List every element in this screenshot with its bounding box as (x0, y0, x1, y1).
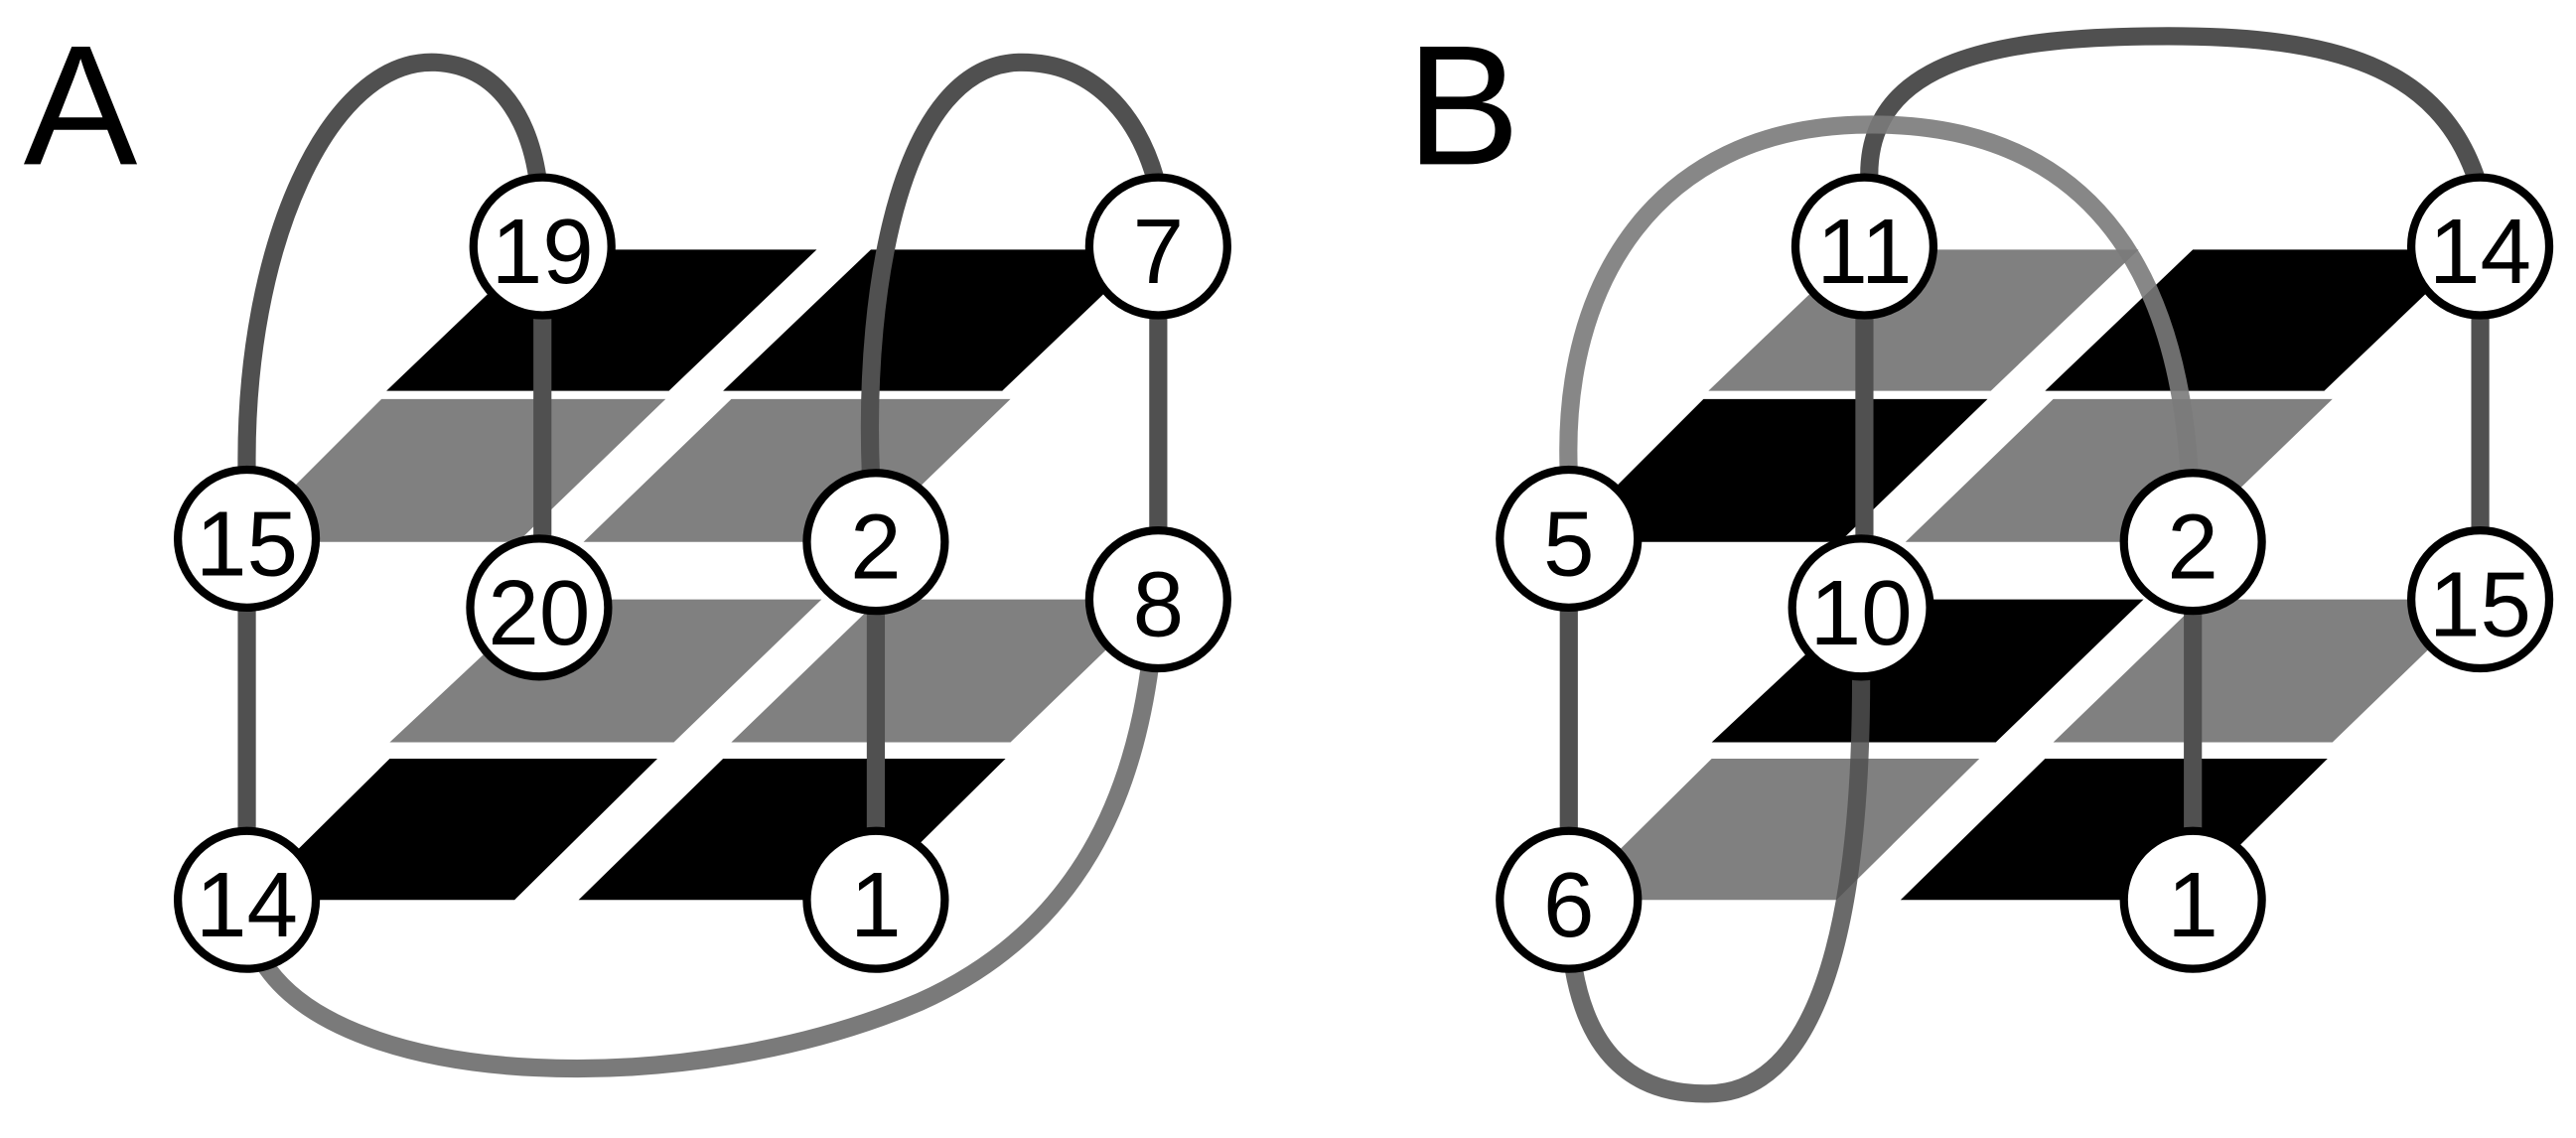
node-circle (1084, 173, 1231, 320)
node-label: 15 (2429, 553, 2531, 656)
node-label: 20 (488, 561, 590, 664)
node-label: 2 (850, 496, 902, 599)
panel-b-tetrad-row1-right (2045, 249, 2473, 391)
panel-b-node: 2 (2119, 469, 2266, 616)
panel-a-tetrad-row3-right (731, 599, 1159, 743)
panel-a-node: 14 (173, 826, 321, 973)
node-label: 5 (1543, 492, 1595, 595)
node-label: 14 (196, 853, 298, 956)
panel-b-tetrad-row2-right (1905, 398, 2333, 542)
panel-b-loop-10-6 (1564, 667, 1871, 1103)
panel-a-tetrad-row2-right (583, 398, 1011, 542)
panel-a-tetrad-row2-left (238, 398, 666, 542)
panel-b-tetrad-row3-left (1711, 599, 2144, 743)
node-circle (466, 534, 613, 681)
node-label: 1 (2167, 853, 2218, 956)
panel-b-node: 11 (1790, 173, 1938, 320)
panel-a-tetrad-row1-right (723, 249, 1151, 391)
panel-a-loop-15-19 (237, 53, 547, 481)
panel-b-loop-5-2 (1559, 115, 2199, 486)
node-circle (173, 826, 321, 973)
panel-b-node: 5 (1496, 465, 1643, 612)
node-label: 1 (850, 853, 902, 956)
node-label: 19 (492, 200, 594, 303)
panel-b-node: 14 (2406, 173, 2554, 320)
node-circle (1496, 465, 1643, 612)
panel-b: B 11 14 5 10 (1406, 10, 2554, 1103)
node-circle-highlighted (2119, 826, 2266, 973)
panel-a-node-first: 1 (802, 826, 949, 973)
panel-a-node: 8 (1084, 526, 1231, 673)
node-label: 14 (2429, 200, 2531, 303)
node-label: 6 (1543, 853, 1595, 956)
panel-b-node-first: 1 (2119, 826, 2266, 973)
node-circle (1788, 534, 1934, 681)
panel-a-node: 7 (1084, 173, 1231, 320)
panel-a-node: 19 (469, 173, 616, 320)
panel-b-node: 10 (1788, 534, 1934, 681)
node-label: 7 (1133, 200, 1185, 303)
node-circle (469, 173, 616, 320)
panel-a-tetrad-row3-left (389, 599, 822, 743)
node-label: 11 (1816, 200, 1912, 303)
panel-b-tetrad-row3-right (2053, 599, 2481, 743)
panel-b-tetrad-row2-left (1560, 398, 1988, 542)
node-label: 15 (196, 492, 298, 595)
panel-a-tetrad-row4-right (578, 759, 1006, 901)
node-circle (2119, 469, 2266, 616)
panel-a-node: 2 (802, 469, 949, 616)
node-label: 2 (2167, 496, 2218, 599)
node-label: 8 (1133, 553, 1185, 656)
panel-b-loop-11-14 (1860, 27, 2487, 190)
panel-a-node: 20 (466, 534, 613, 681)
panel-b-tetrad-row4-left (1568, 759, 1980, 901)
panel-a: A 19 7 15 20 (24, 10, 1231, 1078)
node-circle (173, 465, 321, 612)
panel-a-tetrad-row1-left (386, 249, 817, 391)
node-circle (2406, 526, 2554, 673)
panel-b-label: B (1406, 10, 1520, 201)
panel-b-node: 15 (2406, 526, 2554, 673)
panel-a-node: 15 (173, 465, 321, 612)
panel-a-loop-2-7 (860, 53, 1165, 486)
panel-b-tetrad-row1-left (1708, 249, 2139, 391)
node-circle (2406, 173, 2554, 320)
node-circle (1496, 826, 1643, 973)
node-label: 10 (1810, 561, 1913, 664)
panel-b-tetrad-row4-right (1900, 759, 2328, 901)
node-circle (1790, 173, 1938, 320)
panel-a-tetrad-row4-left (246, 759, 657, 901)
node-circle (1084, 526, 1231, 673)
panel-a-label: A (24, 10, 138, 201)
node-circle (802, 469, 949, 616)
node-circle-highlighted (802, 826, 949, 973)
panel-a-loop-14-8 (254, 655, 1160, 1078)
panel-b-node: 6 (1496, 826, 1643, 973)
